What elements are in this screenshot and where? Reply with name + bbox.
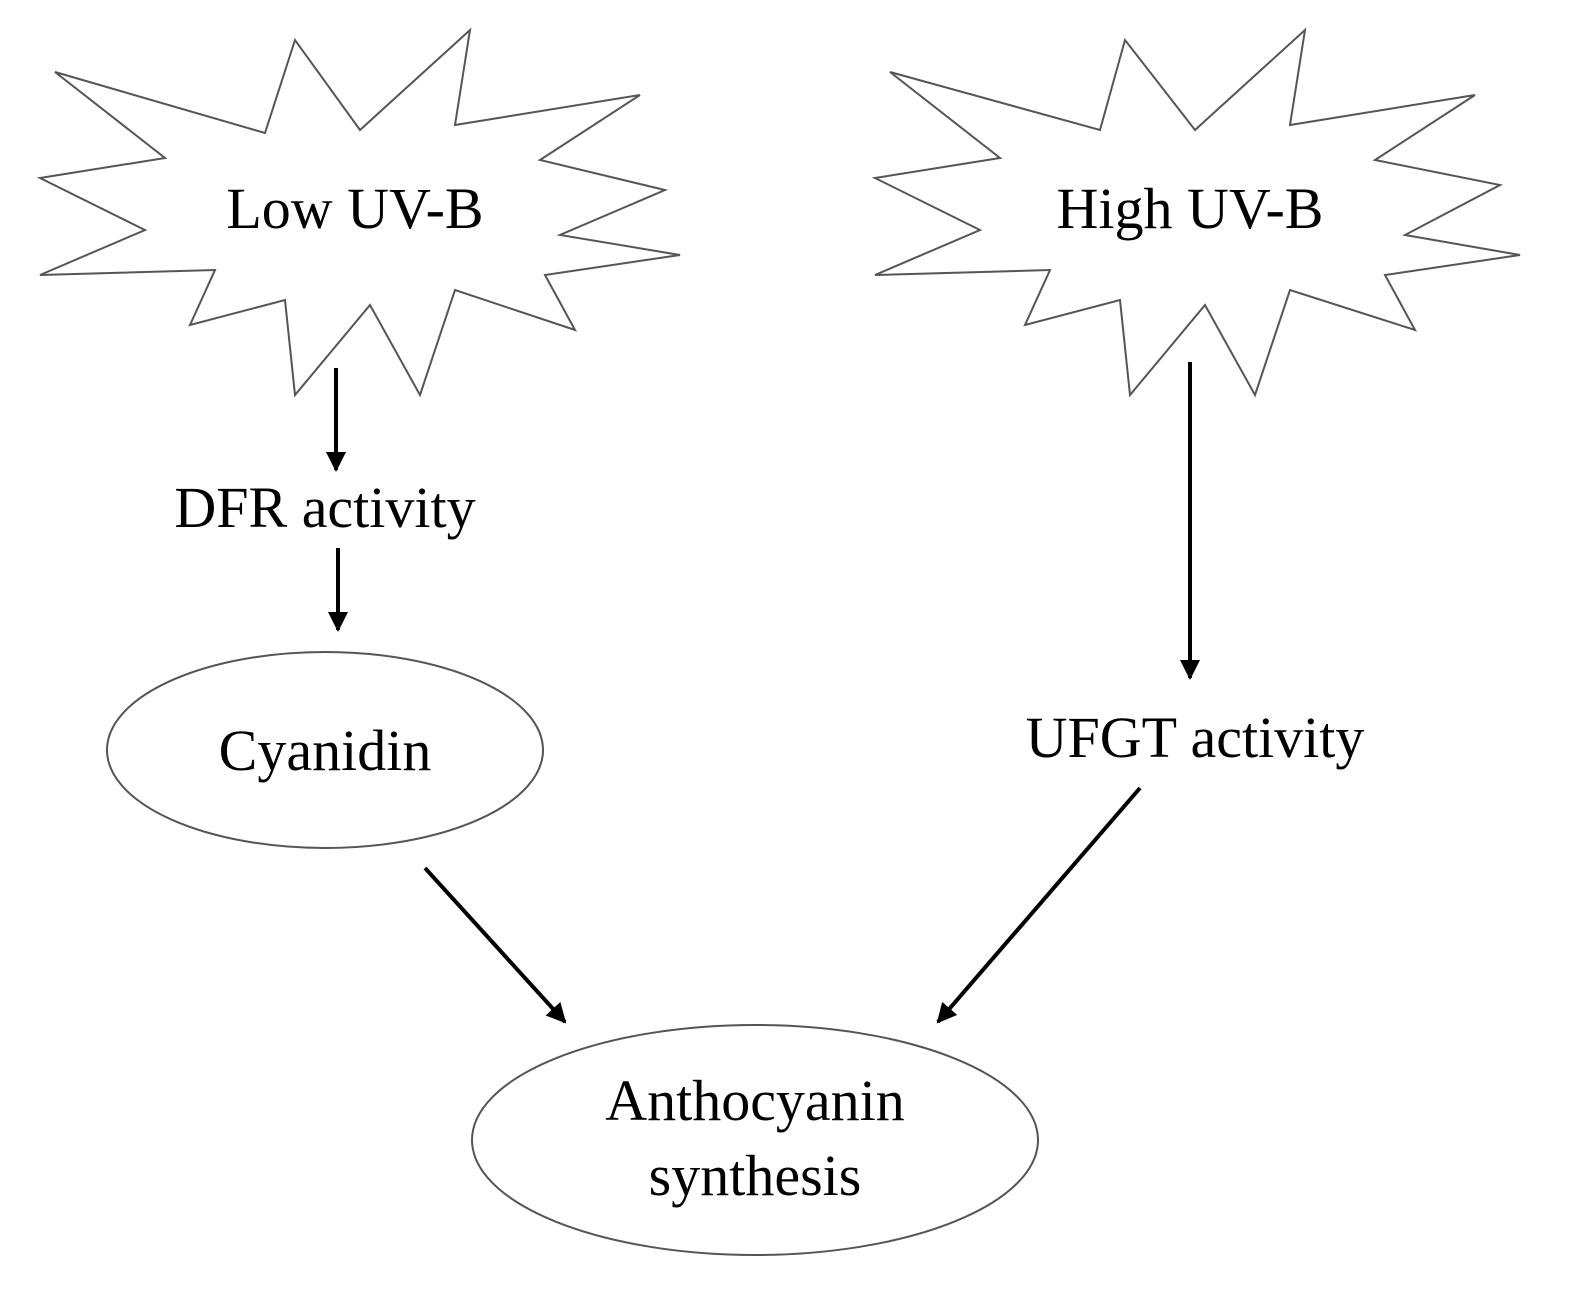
low-uvb-label: Low UV-B	[226, 176, 483, 241]
node-anthocyanin-synthesis: Anthocyanin synthesis	[471, 1024, 1039, 1256]
anthocyanin-ellipse	[471, 1024, 1039, 1256]
anthocyanin-label-line-2: synthesis	[649, 1143, 862, 1208]
node-high-uvb: High UV-B	[871, 27, 1521, 398]
high-uvb-starburst	[871, 27, 1521, 398]
cyanidin-label: Cyanidin	[219, 718, 432, 783]
low-uvb-starburst	[36, 27, 681, 398]
node-cyanidin: Cyanidin	[106, 651, 544, 849]
anthocyanin-label-line-1: Anthocyanin	[605, 1068, 905, 1133]
arrow-cyanidin-to-anthocyanin	[423, 866, 567, 1024]
high-uvb-label: High UV-B	[1057, 176, 1324, 241]
arrow-ufgt-to-anthocyanin	[936, 786, 1142, 1024]
node-low-uvb: Low UV-B	[36, 27, 681, 398]
cyanidin-ellipse	[106, 651, 544, 849]
dfr-activity-label: DFR activity	[174, 475, 475, 540]
ufgt-activity-label: UFGT activity	[1026, 705, 1365, 770]
